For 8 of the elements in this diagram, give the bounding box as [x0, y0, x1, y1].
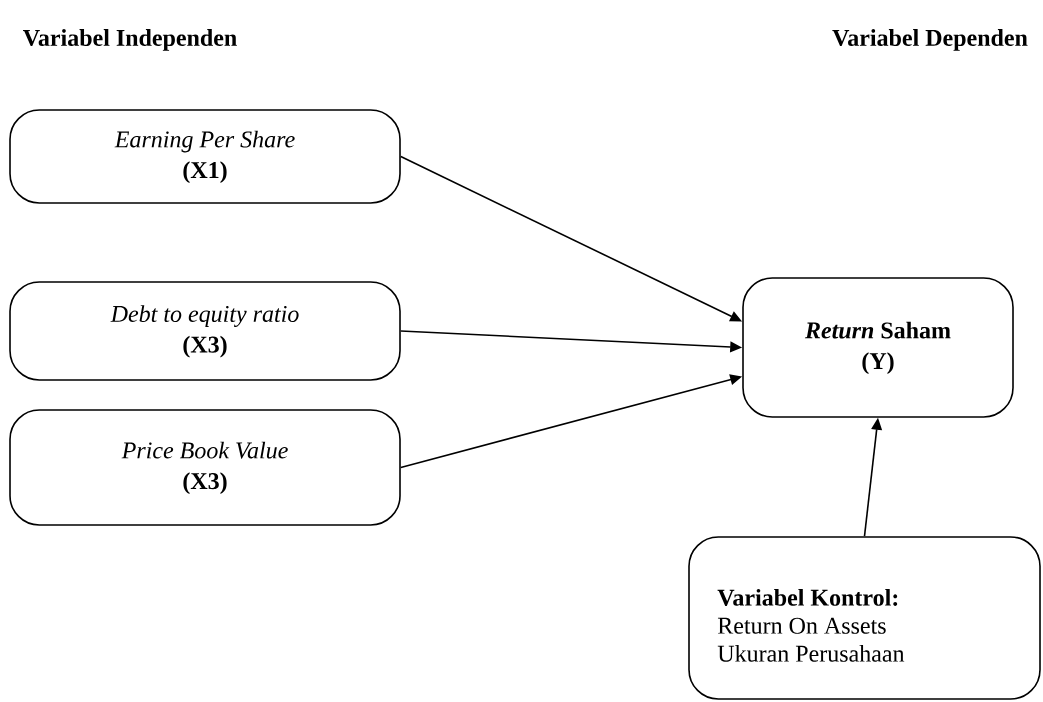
variable-box: Debt to equity ratio (X3) — [9, 281, 401, 381]
variable-box — [688, 536, 1041, 700]
variable-box: Earning Per Share (X1) — [9, 109, 401, 204]
column-heading: Variabel Independen — [23, 29, 237, 51]
variable-box: Price Book Value (X3) — [9, 409, 401, 526]
column-heading: Variabel Dependen — [832, 29, 1028, 51]
box-text: Variabel Kontrol: Return On Assets Ukuran Perusahaan — [717, 588, 905, 662]
variable-box: Return Saham (Y) — [742, 277, 1014, 418]
